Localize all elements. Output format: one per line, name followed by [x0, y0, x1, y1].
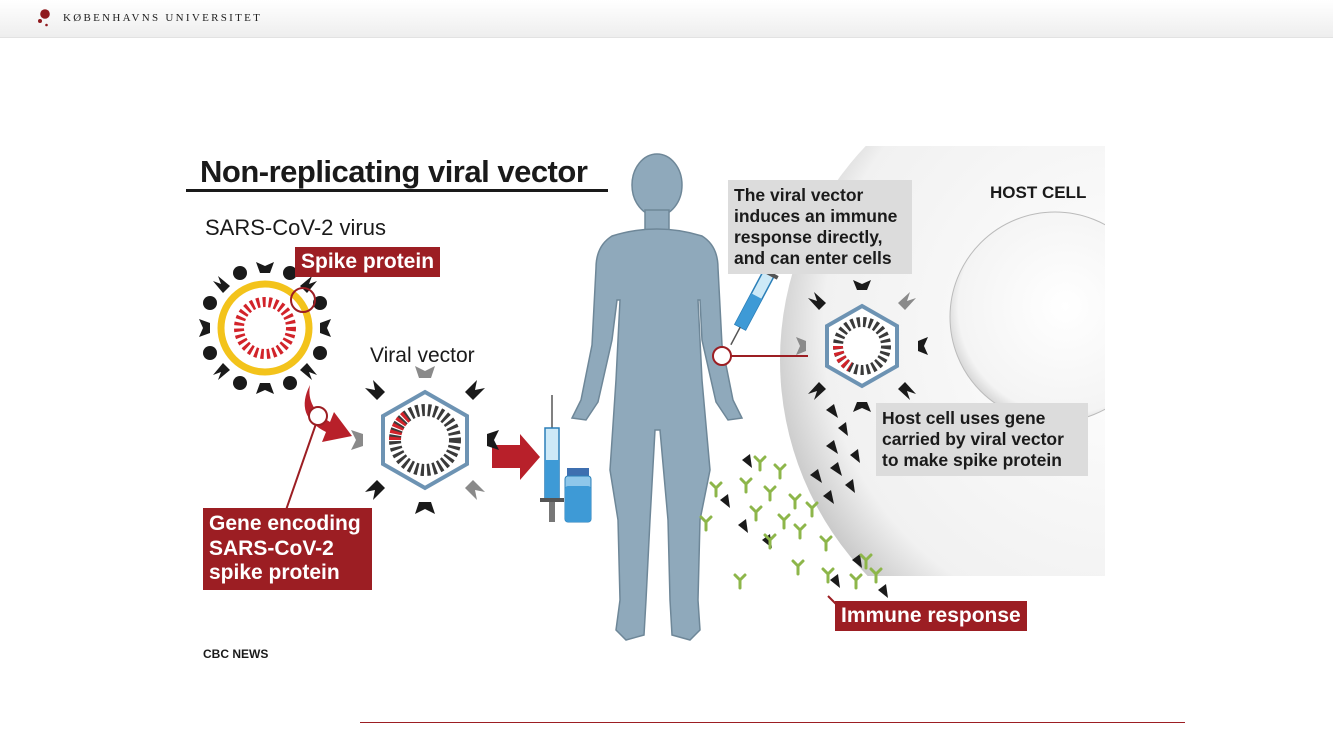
university-logo-icon — [38, 9, 50, 27]
gene-encoding-label: Gene encoding SARS-CoV-2 spike protein — [203, 508, 372, 590]
immune-response-label: Immune response — [835, 601, 1027, 631]
header-bar: KØBENHAVNS UNIVERSITET — [0, 0, 1333, 38]
figure-title: Non-replicating viral vector — [200, 154, 588, 189]
spike-protein-icon — [720, 404, 888, 598]
arrow-icon — [304, 385, 540, 480]
spike-protein-label: Spike protein — [295, 247, 441, 277]
viral-vector-icon — [796, 280, 928, 412]
viral-vector-induces-label: The viral vector induces an immune respo… — [728, 180, 912, 274]
viral-vector-icon — [351, 366, 499, 514]
viral-vector-label: Viral vector — [370, 344, 475, 367]
source-credit: CBC NEWS — [203, 647, 269, 661]
university-name: KØBENHAVNS UNIVERSITET — [63, 12, 263, 24]
footer-divider — [360, 722, 1185, 723]
virus-icon — [199, 262, 331, 394]
antibody-icon — [699, 455, 883, 590]
host-cell-uses-gene-label: Host cell uses gene carried by viral vec… — [876, 403, 1088, 476]
title-underline — [186, 189, 608, 192]
host-cell-label: HOST CELL — [990, 183, 1087, 202]
virus-label: SARS-CoV-2 virus — [205, 215, 386, 240]
human-body-icon — [570, 153, 744, 641]
syringe-icon — [540, 395, 564, 522]
vial-icon — [564, 468, 592, 523]
